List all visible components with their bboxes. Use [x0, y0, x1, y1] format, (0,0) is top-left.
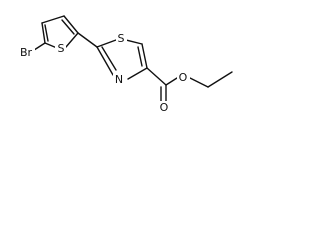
bond-s-c5-thiazole [125, 39, 143, 45]
bond-c5-c4-double [44, 24, 49, 42]
bond-c2-s-thiophene [65, 32, 79, 48]
chemical-structure: Br S S N O O [17, 15, 233, 115]
bond-c4-c3 [41, 15, 65, 24]
bond-c5-c4-thiazole-double [137, 46, 143, 67]
bond-c3-c2-double [61, 19, 75, 35]
bond-ch2-ch3 [207, 71, 233, 88]
thiazole-nitrogen-label: N [115, 73, 123, 86]
bond-thiophene-thiazole [77, 32, 98, 48]
thiophene-sulfur-label: S [58, 42, 65, 55]
bonds [30, 15, 233, 104]
bond-c-oether [165, 77, 178, 86]
bond-c3-c2 [63, 15, 79, 34]
carbonyl-oxygen-label: O [160, 101, 169, 114]
bond-oether-ch2 [189, 77, 209, 88]
bond-c4-ccarbonyl [146, 67, 167, 86]
bond-c4-n-thiazole [127, 67, 148, 80]
bromine-label: Br [20, 46, 33, 59]
bond-c5-c4 [41, 22, 46, 44]
bond-n-c2-thiazole-double [101, 46, 117, 71]
thiazole-sulfur-label: S [118, 32, 125, 45]
bond-c5-c4-thiazole [141, 43, 148, 69]
bond-c2-s-thiazole [96, 39, 117, 48]
ether-oxygen-label: O [179, 71, 188, 84]
bond-n-c2-thiazole [96, 46, 114, 76]
atom-labels: Br S S N O O [17, 32, 190, 115]
